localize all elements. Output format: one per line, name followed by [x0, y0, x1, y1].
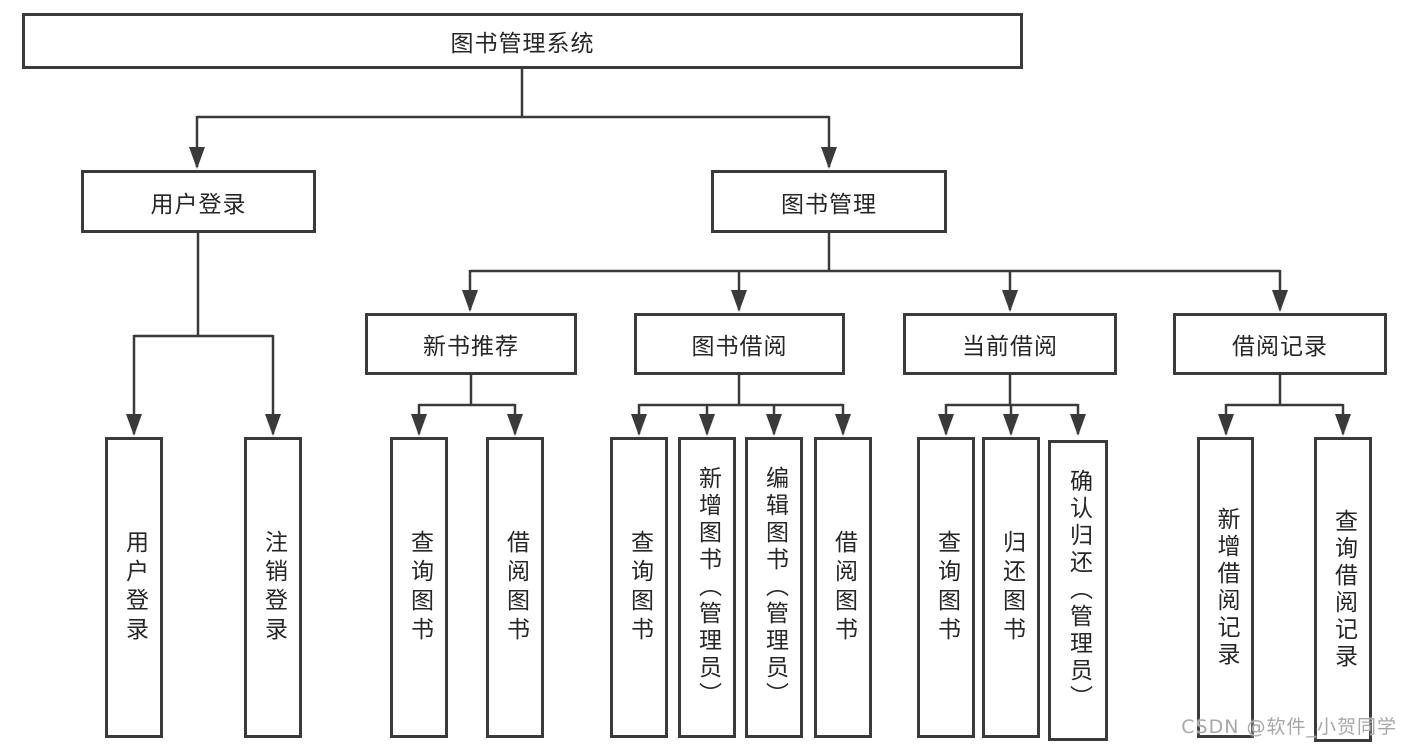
leaf-edit-books-admin: 编辑图书（管理员）	[745, 437, 803, 738]
node-user-login: 用户登录	[81, 170, 316, 233]
leaf-logout: 注销登录	[244, 437, 302, 738]
leaf-add-books-admin: 新增图书（管理员）	[678, 437, 736, 738]
node-borrow-records: 借阅记录	[1173, 313, 1387, 375]
leaf-query-books-current: 查询图书	[917, 437, 975, 738]
leaf-add-borrow-record: 新增借阅记录	[1197, 437, 1254, 738]
leaf-query-borrow-record: 查询借阅记录	[1314, 437, 1372, 742]
node-book-management: 图书管理	[711, 170, 947, 233]
node-current-borrow: 当前借阅	[903, 313, 1117, 375]
leaf-borrow-books: 借阅图书	[814, 437, 872, 738]
leaf-query-books-recommend: 查询图书	[390, 437, 448, 738]
leaf-query-books-borrow: 查询图书	[610, 437, 668, 738]
leaf-borrow-books-recommend: 借阅图书	[486, 437, 544, 738]
leaf-return-books: 归还图书	[982, 437, 1040, 738]
node-new-book-recommend: 新书推荐	[365, 313, 577, 375]
node-book-borrow: 图书借阅	[634, 313, 845, 375]
watermark: CSDN @软件_小贺同学	[1181, 716, 1397, 738]
leaf-user-login: 用户登录	[105, 437, 163, 738]
leaf-confirm-return-admin: 确认归还（管理员）	[1048, 440, 1108, 741]
node-root-system: 图书管理系统	[22, 13, 1023, 69]
